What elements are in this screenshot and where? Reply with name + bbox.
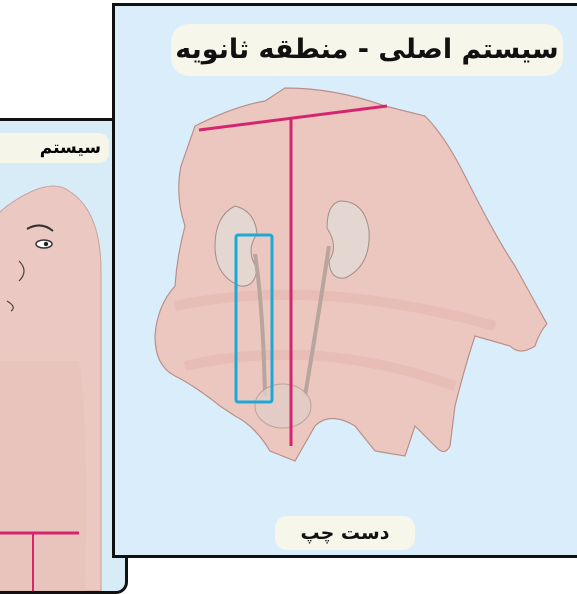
main-panel-title: سیستم اصلی - منطقه ثانویه [171, 24, 563, 76]
secondary-finger-figure [0, 121, 125, 591]
hand-diagram [115, 6, 577, 561]
main-panel: سیستم اصلی - منطقه ثانویه دست چپ [112, 3, 577, 558]
hand-label: دست چپ [275, 516, 415, 550]
secondary-panel-title: سیستم [0, 133, 109, 163]
bladder [255, 384, 311, 428]
secondary-panel: سیستم [0, 118, 128, 594]
finger-lower-skin [0, 361, 86, 591]
